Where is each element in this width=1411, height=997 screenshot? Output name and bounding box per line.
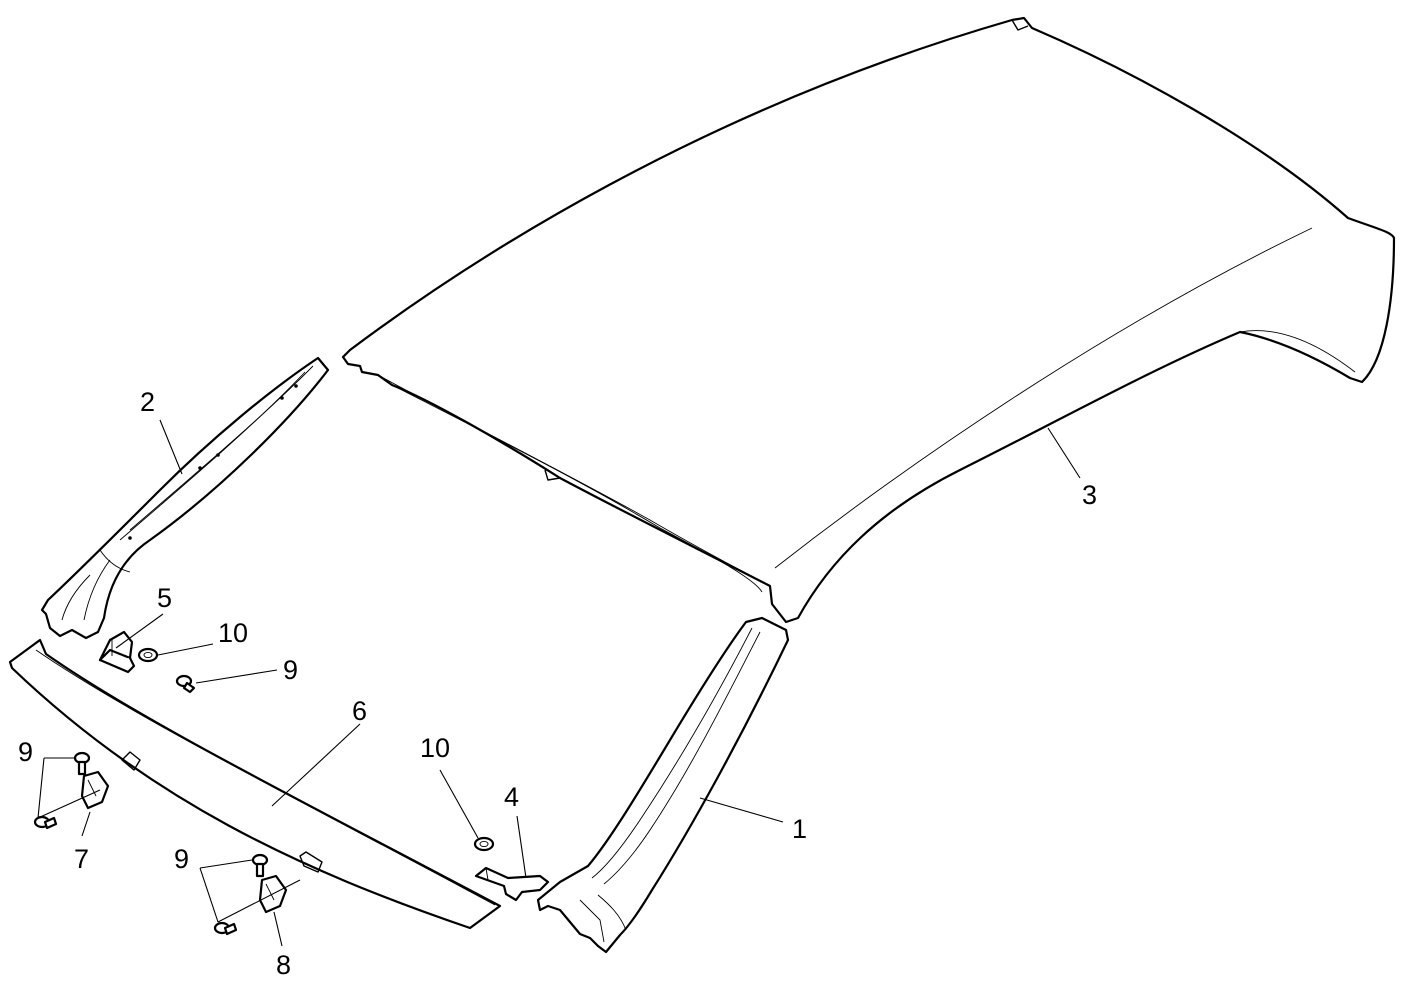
leader-lines: [37, 419, 1081, 947]
callout-9-top: 9: [283, 655, 298, 685]
callout-7: 7: [74, 844, 89, 874]
callout-3: 3: [1082, 480, 1097, 510]
bracket-5: [98, 630, 136, 674]
callout-8: 8: [276, 950, 291, 980]
callout-2: 2: [140, 387, 155, 417]
callout-4: 4: [504, 782, 519, 812]
right-pillar-trim: [536, 616, 790, 954]
nut-10b: [473, 836, 495, 852]
callout-5: 5: [157, 583, 172, 613]
bracket-4: [474, 866, 550, 902]
bolt-9d: [251, 853, 269, 878]
left-pillar-trim: [40, 356, 330, 640]
bolt-9c: [33, 815, 58, 830]
bolt-9b: [73, 751, 91, 776]
bolt-9a: [175, 674, 196, 694]
callout-labels: 2 3 1 5 10 9 6 10 4 9 7 9 8: [18, 387, 1097, 980]
header-trim: [8, 638, 502, 930]
callout-10-bottom: 10: [420, 733, 450, 763]
nut-10a: [137, 647, 159, 663]
bolt-9e: [213, 921, 238, 936]
callout-10-top: 10: [218, 618, 248, 648]
bracket-7: [80, 770, 110, 810]
callout-1: 1: [792, 814, 807, 844]
callout-9-left: 9: [18, 737, 33, 767]
callout-9-bottom: 9: [174, 844, 189, 874]
callout-6: 6: [352, 696, 367, 726]
roof-panel: [341, 16, 1396, 624]
